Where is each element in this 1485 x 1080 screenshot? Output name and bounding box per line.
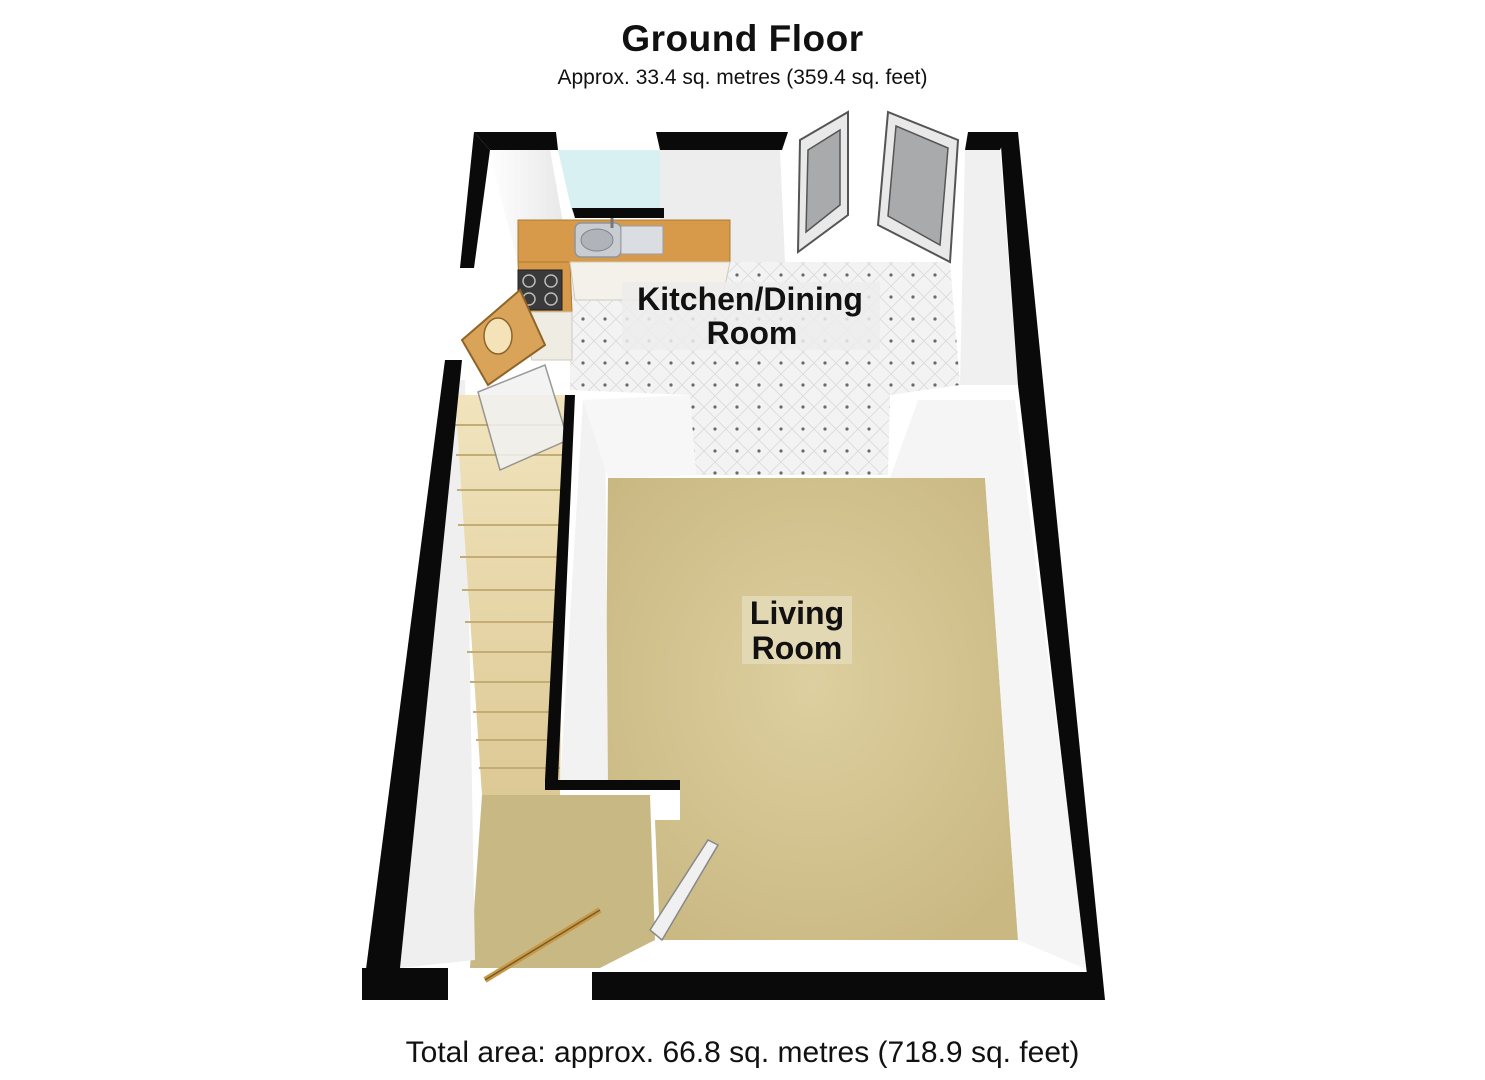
total-area-footer: Total area: approx. 66.8 sq. metres (718…	[405, 1036, 1080, 1069]
kitchen-label-line1: Kitchen/Dining	[637, 281, 863, 317]
wall-right	[1000, 132, 1105, 1000]
wall-kitchen-top-left	[474, 132, 558, 150]
living-left-wall-face	[560, 400, 608, 785]
sink-icon	[574, 216, 664, 258]
kitchen-window	[558, 150, 660, 212]
kitchen-label-line2: Room	[707, 315, 798, 351]
kitchen-right-wall-face	[960, 150, 1018, 385]
partition-wall-face	[583, 395, 696, 478]
hall-left-wall-face	[400, 380, 475, 968]
wall-kitchen-top-middle	[656, 132, 788, 150]
wall-kitchen-left	[460, 132, 490, 268]
kitchen-units	[517, 216, 731, 361]
back-door-icon	[460, 288, 547, 387]
living-right-wall-face	[890, 400, 1088, 970]
kitchen-dining-label: Kitchen/Dining Room	[622, 281, 880, 351]
wall-stair-bottom	[545, 780, 680, 790]
wall-kitchen-top-right	[965, 132, 1008, 150]
french-door-right-icon	[876, 110, 960, 264]
wall-kitchen-sill	[572, 208, 664, 218]
wall-left	[362, 360, 462, 1000]
living-label-line1: Living	[750, 595, 844, 631]
plan-subtitle: Approx. 33.4 sq. metres (359.4 sq. feet)	[557, 66, 928, 89]
front-door-threshold	[483, 907, 602, 983]
plan-title: Ground Floor	[621, 18, 864, 59]
living-room-floor	[605, 478, 1018, 940]
living-room-label: Living Room	[742, 595, 852, 666]
outer-walls	[362, 132, 1105, 1000]
hallway-floor	[470, 795, 655, 968]
living-label-line2: Room	[752, 630, 843, 666]
french-door-left-icon	[796, 110, 849, 255]
wall-bottom-right	[592, 972, 1105, 1000]
living-door-frame	[649, 839, 720, 942]
wall-stair-partition	[545, 395, 575, 780]
